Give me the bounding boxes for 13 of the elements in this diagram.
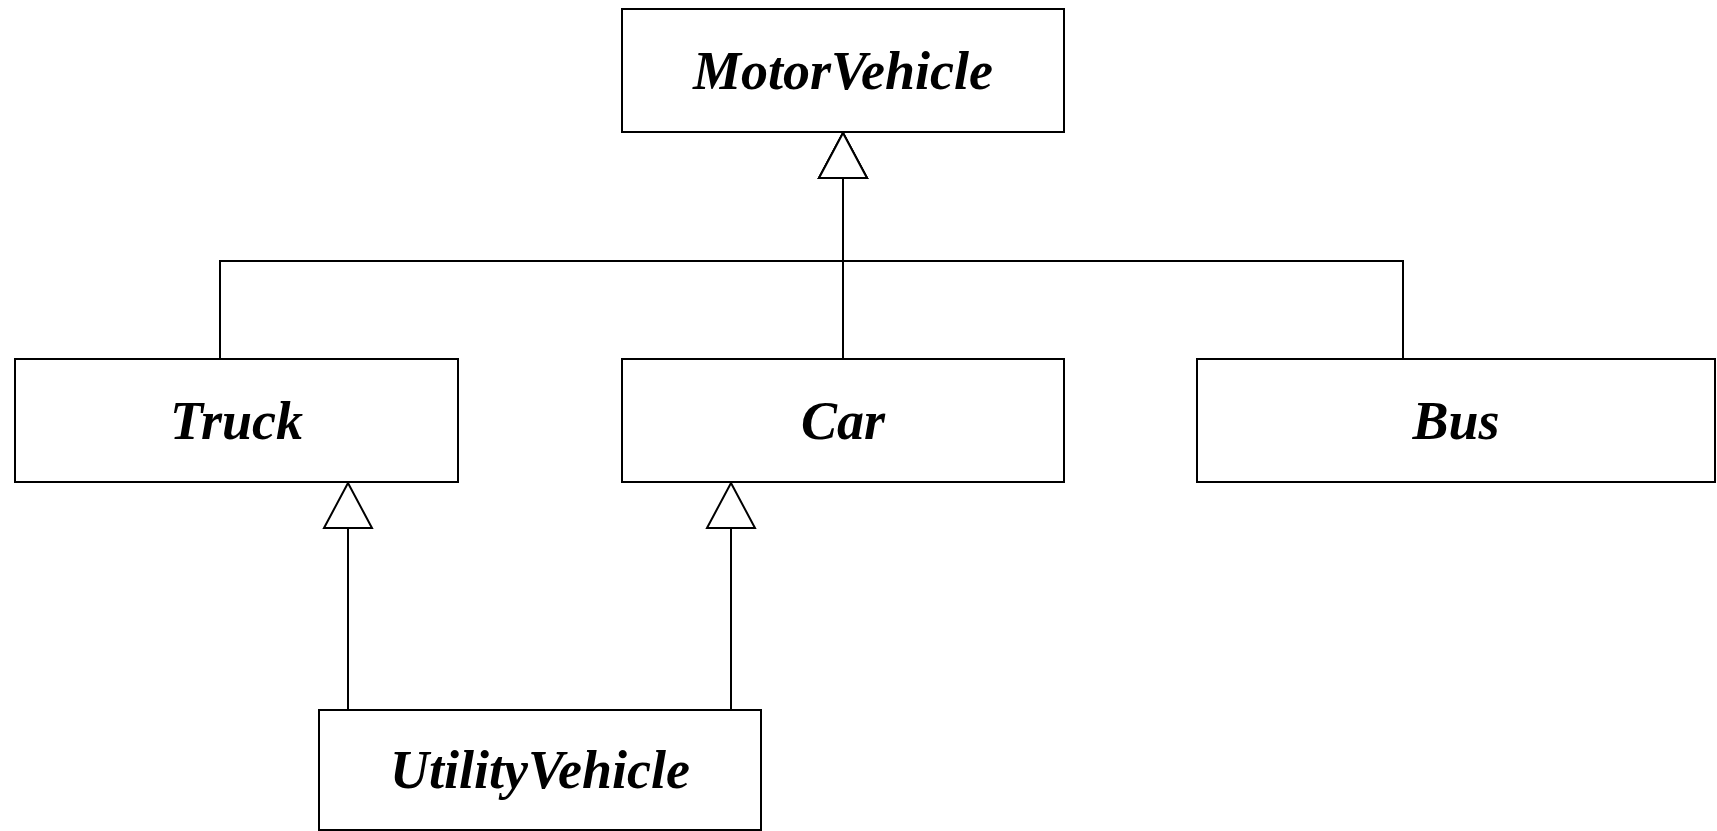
class-name: UtilityVehicle xyxy=(390,739,690,801)
inheritance-arrow xyxy=(706,482,756,710)
class-box xyxy=(318,709,762,831)
inheritance-arrow xyxy=(818,132,1404,359)
class-name: MotorVehicle xyxy=(693,39,993,102)
class-box xyxy=(621,358,1065,483)
class-name: Car xyxy=(800,389,885,452)
class-box xyxy=(621,8,1065,133)
inheritance-arrow xyxy=(323,482,373,710)
class-box xyxy=(1196,358,1716,483)
class-name: Truck xyxy=(170,389,303,452)
class-name: Bus xyxy=(1412,389,1500,452)
class-box xyxy=(14,358,459,483)
